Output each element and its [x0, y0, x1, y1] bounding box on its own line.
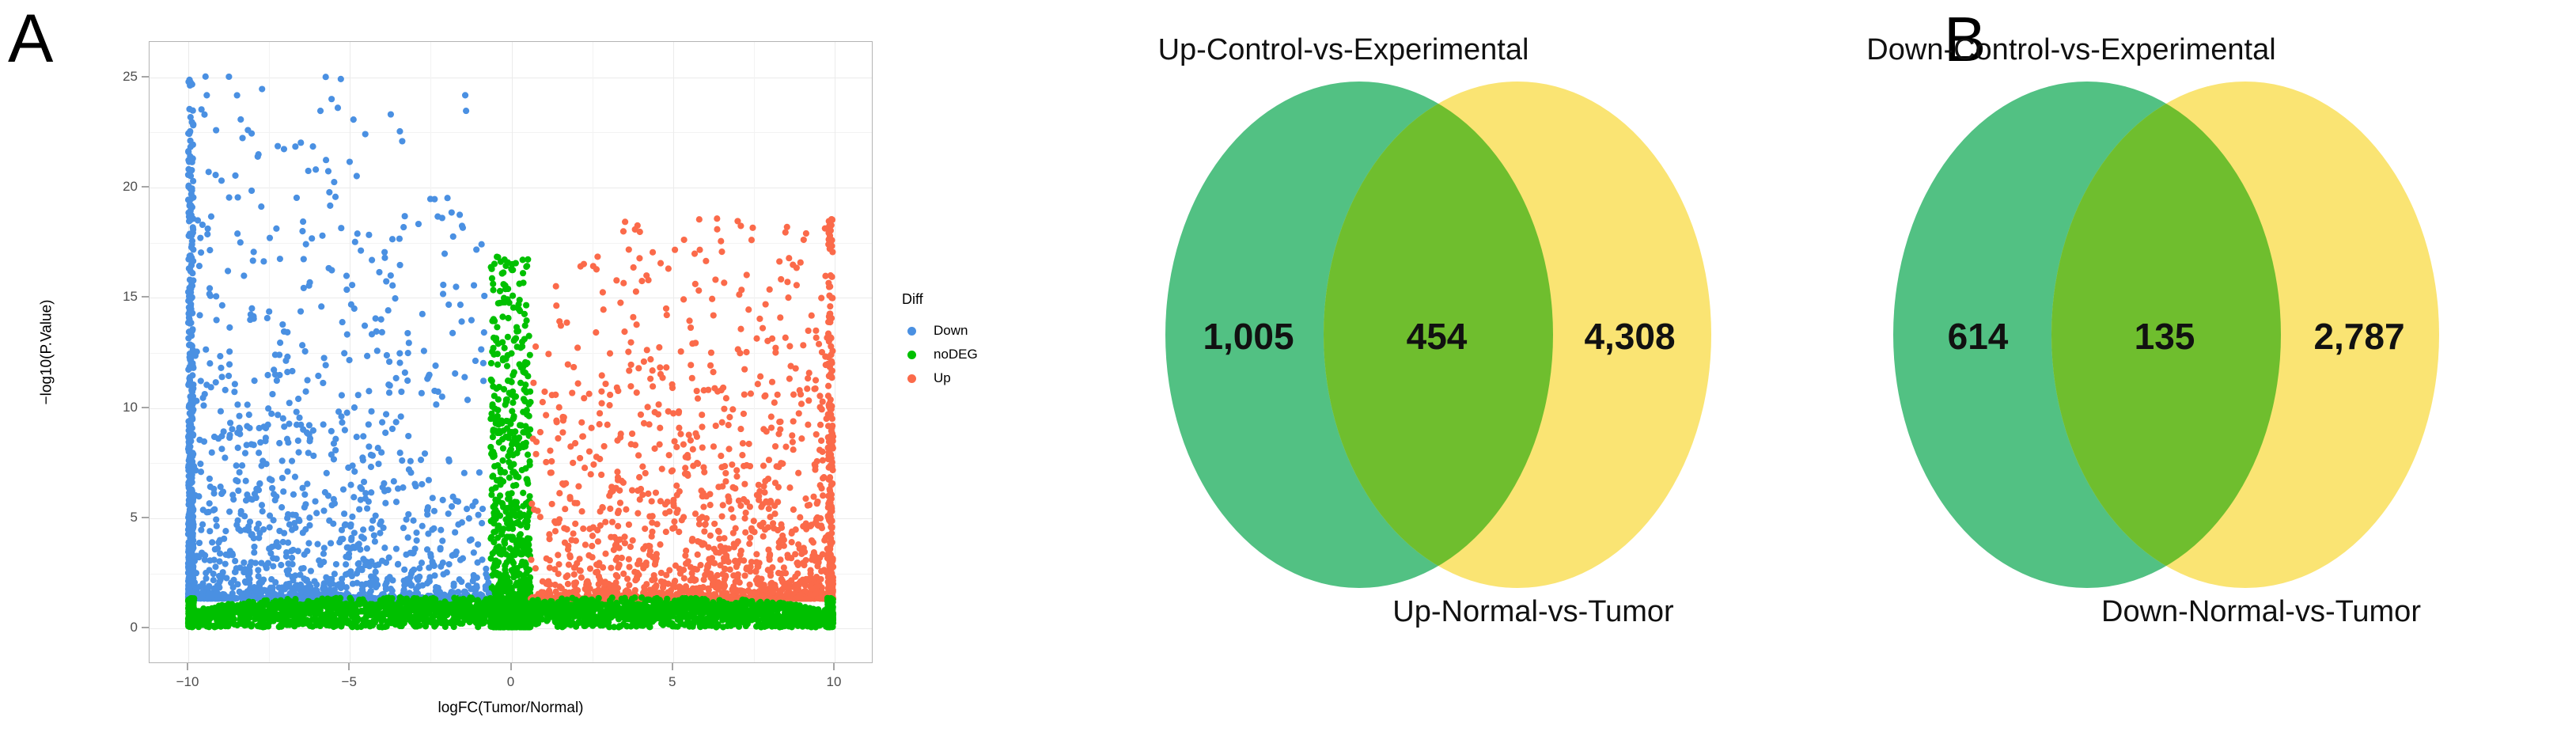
legend-swatch-down-icon [902, 326, 921, 336]
venn-up-b-only-count: 4,308 [1584, 316, 1676, 357]
legend-item-up[interactable]: Up [902, 366, 1021, 390]
legend-item-label: noDEG [934, 347, 978, 362]
legend-items: Down noDEG Up [902, 319, 1021, 390]
y-axis-tick-label: 5 [130, 510, 138, 525]
venn-up-overlap-region [1324, 82, 1553, 588]
y-axis-tick-label: 25 [123, 68, 138, 84]
panel-a-volcano: A 0 5 10 15 20 25 −log10(P.Value) −10 −5 0 5 10 l… [0, 0, 1029, 732]
legend-item-label: Up [934, 370, 951, 385]
legend-dot-icon [907, 326, 916, 336]
legend-dot-icon [907, 350, 916, 359]
panel-b-venn: B Up-Control-vs-Experimental Up-Normal-v… [965, 0, 2576, 732]
venn-up-set-b-label: Up-Normal-vs-Tumor [1392, 595, 1674, 628]
scatter-series-nodeg-cap [184, 594, 837, 631]
y-axis-tick-label: 10 [123, 399, 138, 415]
legend-swatch-up-icon [902, 374, 921, 383]
venn-down-intersection-count: 135 [2134, 316, 2195, 357]
venn-down-set-a-label: Down-Control-vs-Experimental [1866, 33, 2276, 66]
venn-down-overlap-region [2051, 82, 2281, 588]
y-axis-tick-mark [142, 296, 149, 298]
y-axis-ticks: 0 5 10 15 20 25 [0, 41, 149, 663]
y-axis-title-text: −log10(P.Value) [38, 299, 55, 405]
legend-swatch-nodeg-icon [902, 350, 921, 359]
venn-diagram-up: Up-Control-vs-Experimental Up-Normal-vs-… [1043, 0, 1834, 732]
y-axis-tick-label: 15 [123, 289, 138, 305]
volcano-scatter-svg [184, 73, 837, 631]
volcano-scatter-points [150, 42, 872, 662]
venn-down-b-only-count: 2,787 [2313, 316, 2405, 357]
venn-down-set-b-label: Down-Normal-vs-Tumor [2101, 595, 2421, 628]
legend-item-label: Down [934, 323, 968, 338]
x-axis-ticks: −10 −5 0 5 10 [149, 663, 873, 695]
x-axis-tick-mark [348, 663, 350, 670]
legend-dot-icon [907, 374, 916, 383]
y-axis-tick-mark [142, 186, 149, 188]
y-axis-tick-label: 20 [123, 178, 138, 194]
venn-up-canvas [1043, 62, 1834, 608]
y-axis-tick-label: 0 [130, 620, 138, 635]
x-axis-tick-label: −5 [341, 674, 357, 689]
venn-up-set-a-label: Up-Control-vs-Experimental [1157, 33, 1529, 66]
x-axis-tick-label: 5 [669, 674, 676, 689]
venn-down-svg [1893, 82, 2439, 588]
volcano-plot-panel [149, 41, 873, 663]
scatter-series-down [184, 73, 493, 602]
y-axis-tick-mark [142, 76, 149, 78]
x-axis-tick-mark [833, 663, 835, 670]
panel-letter-a: A [8, 1, 54, 77]
venn-up-intersection-count: 454 [1406, 316, 1468, 357]
x-axis-tick-label: 10 [826, 674, 842, 689]
gridline-vertical-minor [430, 42, 432, 662]
gridline-horizontal-minor [150, 132, 872, 134]
x-axis-tick-label: 0 [506, 674, 515, 689]
gridline-vertical-minor [269, 42, 271, 662]
gridline-vertical [672, 42, 674, 662]
legend-title: Diff [902, 291, 923, 307]
y-axis-title: −log10(P.Value) [35, 41, 59, 663]
scatter-series-up [528, 215, 837, 602]
venn-down-a-only-count: 614 [1947, 316, 2009, 357]
volcano-legend: Diff Down noDEG Up [902, 291, 1021, 390]
panel-letter-b: B [1944, 4, 1987, 74]
x-axis-tick-mark [510, 663, 511, 670]
venn-up-svg [1165, 82, 1711, 588]
legend-item-down[interactable]: Down [902, 319, 1021, 343]
x-axis-title: logFC(Tumor/Normal) [438, 700, 584, 716]
venn-up-a-only-count: 1,005 [1203, 316, 1294, 357]
venn-diagram-down: Down-Control-vs-Experimental Down-Normal… [1771, 0, 2562, 732]
x-axis-tick-label: −10 [176, 674, 199, 689]
gridline-vertical-minor [753, 42, 755, 662]
venn-down-canvas [1771, 62, 2562, 608]
y-axis-tick-mark [142, 407, 149, 408]
legend-item-nodeg[interactable]: noDEG [902, 343, 1021, 366]
gridline-horizontal-minor [150, 242, 872, 244]
